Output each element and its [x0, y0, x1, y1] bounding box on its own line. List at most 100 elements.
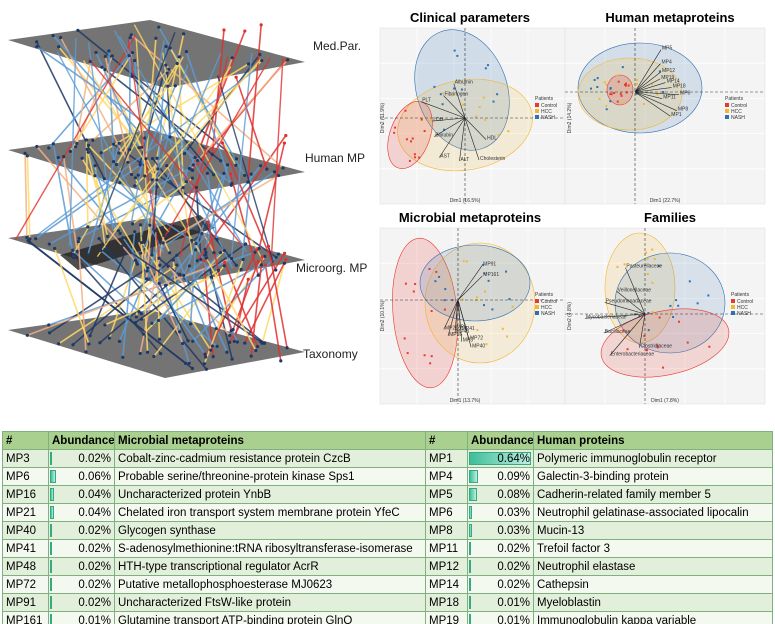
network-edge [77, 29, 237, 160]
score-point [430, 355, 433, 358]
network-node [112, 160, 116, 164]
network-node [133, 176, 137, 180]
protein-id: MP8 [425, 521, 468, 540]
score-point [485, 343, 488, 346]
abundance-value: 0.09% [497, 470, 530, 483]
network-node [137, 146, 141, 150]
network-node [157, 337, 162, 341]
loading-vector [447, 299, 459, 336]
loading-vector [584, 313, 646, 319]
loading-vector [634, 78, 661, 93]
score-point [622, 329, 625, 332]
network-edge [87, 57, 245, 248]
protein-name: Neutrophil gelatinase-associated lipocal… [533, 503, 773, 522]
protein-id: MP14 [425, 575, 468, 594]
score-point [408, 159, 411, 162]
loading-vector [634, 49, 662, 93]
network-node [215, 344, 219, 348]
score-point [508, 298, 511, 301]
column-header: Abundance [48, 431, 115, 450]
network-node [133, 184, 137, 188]
network-node [228, 333, 232, 338]
vector-label: Bacillaceae [605, 329, 631, 335]
legend-swatch [535, 103, 539, 107]
network-node [130, 51, 135, 55]
score-point [433, 85, 436, 88]
network-node [86, 253, 90, 257]
network-node [203, 253, 207, 257]
loading-vector [439, 117, 466, 158]
score-point [410, 140, 413, 143]
network-edge [68, 38, 77, 246]
score-point [423, 354, 426, 357]
network-edge [156, 46, 167, 187]
network-node [162, 233, 166, 238]
legend-label: HCC [731, 109, 742, 115]
network-node [168, 251, 172, 255]
network-node [219, 159, 223, 163]
network-edge [95, 52, 140, 149]
network-node [135, 261, 139, 265]
layer-label-human-mp: Human MP [305, 151, 365, 165]
protein-id: MP41 [2, 539, 49, 558]
network-edge [133, 24, 263, 260]
protein-id: MP40 [2, 521, 49, 540]
network-node [126, 160, 130, 164]
loading-vector [464, 117, 487, 140]
network-node [91, 138, 95, 142]
abundance-cell: 0.06% [48, 467, 115, 486]
score-point [589, 87, 592, 90]
score-point [507, 130, 510, 133]
score-point [420, 117, 423, 120]
loading-vector [459, 117, 466, 162]
network-node [150, 253, 154, 257]
score-point [621, 66, 624, 69]
network-node [171, 258, 175, 262]
network-edge [158, 283, 189, 342]
network-node [193, 155, 197, 160]
score-point [487, 279, 490, 282]
legend-swatch [535, 311, 539, 315]
network-node [88, 60, 92, 64]
network-node [35, 144, 39, 149]
network-node [279, 359, 283, 363]
score-point [662, 91, 665, 94]
network-node [165, 164, 169, 168]
network-node [129, 172, 134, 177]
score-point [476, 296, 479, 299]
network-layer-plane [8, 20, 305, 88]
score-point [708, 345, 711, 348]
abundance-value: 0.01% [497, 614, 530, 624]
network-node [160, 225, 164, 230]
score-point [662, 366, 665, 369]
legend-label: NASH [541, 115, 555, 121]
score-point [501, 327, 504, 330]
score-point [635, 83, 638, 86]
network-node [150, 321, 154, 325]
network-node [68, 149, 73, 153]
legend-label: Control [737, 299, 753, 305]
network-edge [216, 75, 275, 264]
network-node [56, 342, 61, 346]
score-point [411, 137, 414, 140]
score-point [647, 329, 650, 332]
loading-vector [443, 95, 466, 119]
network-node [190, 366, 195, 371]
network-node [281, 166, 285, 170]
network-edge [87, 144, 171, 234]
network-edge [261, 263, 286, 344]
highlight-plane [60, 215, 215, 270]
network-node [25, 235, 29, 240]
protein-id: MP21 [2, 503, 49, 522]
score-point [596, 85, 599, 88]
score-point [609, 100, 612, 103]
network-node [205, 171, 209, 175]
network-edge [244, 259, 287, 344]
network-edge [121, 245, 262, 343]
ellipse-control [600, 308, 730, 378]
network-node [234, 263, 238, 267]
protein-name: Immunoglobulin kappa variable [533, 611, 773, 624]
multilayer-network: Med.Par. Human MP Microorg. MP Taxonomy [8, 20, 367, 378]
